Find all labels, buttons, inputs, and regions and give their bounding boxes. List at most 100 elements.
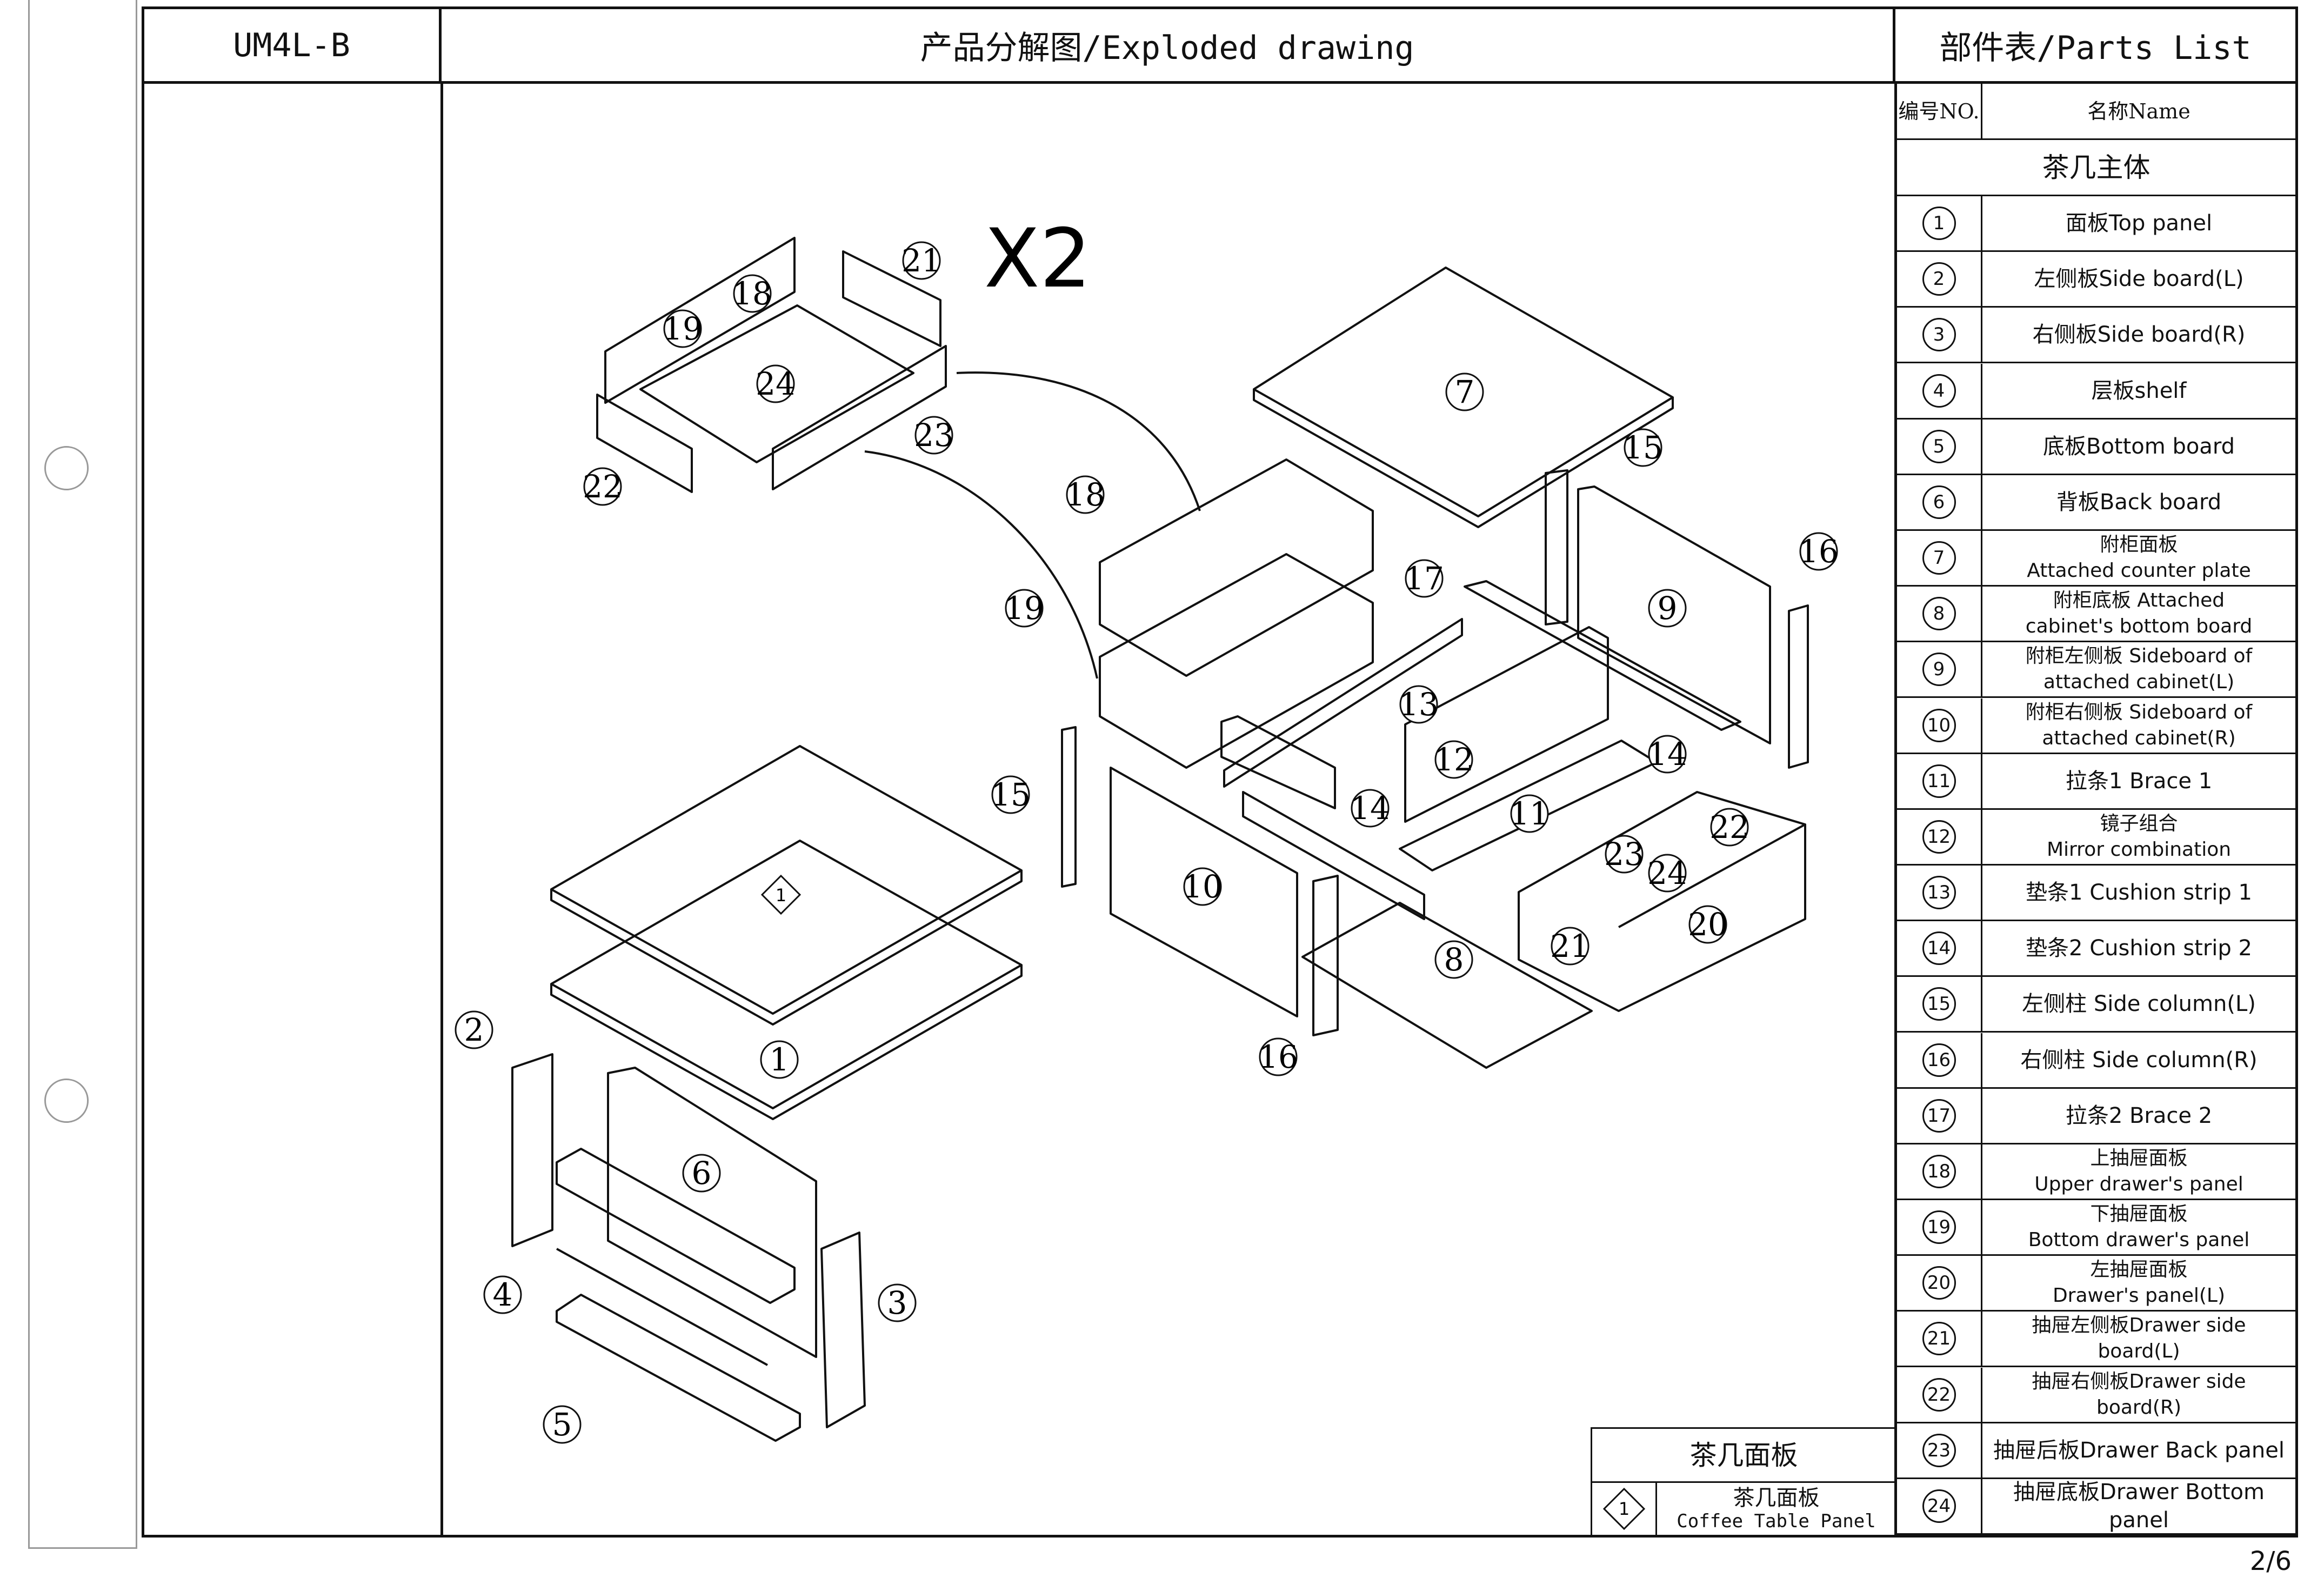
legend-name: 茶几面板 Coffee Table Panel [1657, 1483, 1895, 1535]
model-code: UM4L-B [144, 9, 442, 84]
callout-label: 21 [901, 242, 941, 279]
callout-circle [1710, 808, 1749, 847]
drawer-bottom-panel [639, 304, 914, 463]
part-number-circle: 1 [1922, 207, 1956, 241]
part-number: 15 [1897, 977, 1982, 1031]
part-number-circle: 5 [1922, 429, 1956, 463]
part-name: 拉条2 Brace 2 [2065, 1103, 2213, 1128]
part-number: 4 [1897, 363, 1982, 418]
callout-circle [1605, 835, 1644, 874]
multiplier-label: X2 [984, 212, 1091, 306]
part-number: 24 [1897, 1479, 1982, 1533]
part-name: 右侧柱 Side column(R) [2020, 1047, 2258, 1073]
side-column-left-b [1545, 469, 1568, 625]
table-row: 15 左侧柱 Side column(L) [1897, 977, 2295, 1033]
mirror-combination [1404, 626, 1609, 823]
binder-hole-bottom [44, 1079, 89, 1123]
drawer-side-board-left [596, 394, 693, 493]
callout-circle [682, 1154, 721, 1193]
page-number: 2/6 [2249, 1546, 2292, 1576]
callout-label: 18 [732, 275, 772, 312]
callout-circle [1648, 589, 1687, 628]
legend-name-cn: 茶几面板 [1733, 1486, 1820, 1510]
part-number-circle: 14 [1922, 931, 1956, 966]
part-number: 14 [1897, 921, 1982, 976]
part-number: 1 [1897, 196, 1982, 251]
callout-circle [1434, 740, 1473, 779]
brace-2 [1223, 618, 1463, 788]
callout-circle [1624, 428, 1662, 467]
part-number-circle: 10 [1922, 708, 1956, 742]
arrow-curve-upper [956, 371, 1201, 511]
callout-circle [583, 467, 622, 506]
callout-label: 7 [1455, 374, 1475, 410]
callout-circle [663, 309, 702, 348]
part-number-circle: 22 [1922, 1377, 1956, 1412]
callout-circle [1648, 854, 1687, 893]
callout-circle [1434, 940, 1473, 979]
drawer-front [772, 345, 947, 490]
part-number: 12 [1897, 809, 1982, 864]
callout-label: 24 [1647, 855, 1687, 891]
diamond-icon [1602, 1487, 1645, 1530]
group-title: 茶几主体 [1897, 140, 2295, 196]
part-number: 23 [1897, 1423, 1982, 1477]
callout-label: 15 [991, 776, 1031, 813]
drawer-back-panel [604, 237, 796, 404]
part-number: 9 [1897, 642, 1982, 697]
part-number-circle: 19 [1922, 1210, 1956, 1244]
callout-circle [1405, 559, 1444, 598]
legend-symbol-cell: 1 [1592, 1483, 1657, 1535]
callout-circle [733, 274, 772, 313]
cushion-strip-2 [1242, 791, 1425, 920]
diamond-icon [760, 874, 802, 915]
part-name: 上抽屉面板 Upper drawer's panel [2034, 1147, 2243, 1195]
callout-circle [878, 1283, 917, 1322]
drawer-box-edge [1618, 823, 1806, 928]
callout-label: 10 [1183, 868, 1223, 905]
side-column-left-a [1061, 726, 1077, 888]
attached-counter-plate-edge [1253, 389, 1674, 528]
callout-label: 18 [1065, 476, 1105, 513]
callout-circle [1066, 475, 1105, 514]
callout-circle [1399, 685, 1438, 724]
part-number-circle: 23 [1922, 1433, 1956, 1467]
part-name: 左抽屉面板 Drawer's panel(L) [2052, 1259, 2226, 1307]
table-row: 13 垫条1 Cushion strip 1 [1897, 866, 2295, 922]
legend-box: 茶几面板 1 茶几面板 Coffee Table Panel [1591, 1427, 1895, 1535]
part-number-circle: 4 [1922, 374, 1956, 408]
side-board-left [511, 1053, 553, 1247]
part-name: 垫条1 Cushion strip 1 [2026, 880, 2252, 906]
part-name: 拉条1 Brace 1 [2065, 768, 2213, 794]
part-name: 左侧柱 Side column(L) [2022, 991, 2256, 1017]
shelf [556, 1148, 796, 1304]
part-number-circle: 13 [1922, 876, 1956, 910]
part-number-circle: 7 [1922, 541, 1956, 575]
callout-label: 19 [1004, 590, 1044, 627]
legend-name-en: Coffee Table Panel [1677, 1510, 1876, 1532]
binder-rail [28, 0, 137, 1549]
callout-circle [1688, 905, 1727, 944]
callout-circle [1259, 1037, 1298, 1076]
drawer-side-board-right [842, 250, 941, 347]
callout-label: 16 [1799, 533, 1839, 570]
bottom-board [556, 1294, 801, 1442]
diamond-label: 1 [776, 885, 786, 906]
cushion-strip-1 [1464, 580, 1741, 731]
part-number: 3 [1897, 308, 1982, 362]
callout-layer: 1234567891011121314151617181920212223242… [455, 241, 1839, 1444]
callout-label: 14 [1647, 736, 1687, 773]
